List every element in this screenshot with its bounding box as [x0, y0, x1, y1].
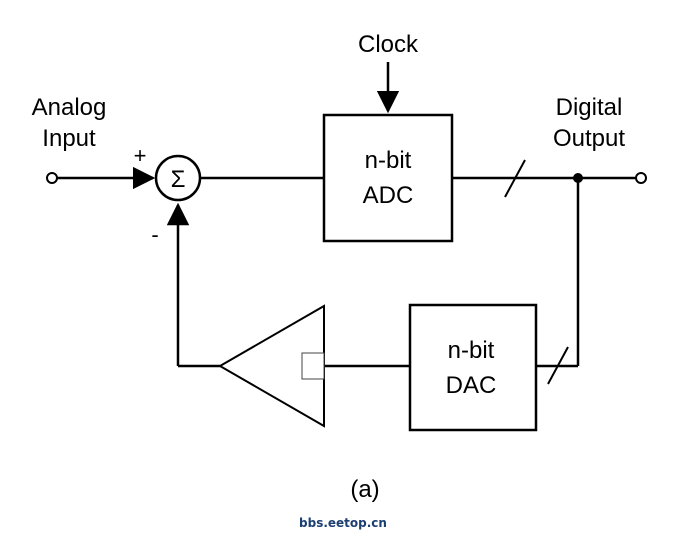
- adc-block: [322, 113, 454, 243]
- dac-label-line2: DAC: [446, 372, 497, 399]
- adc-label-line1: n-bit: [365, 147, 412, 174]
- bus-slash-output: [504, 159, 526, 198]
- dac-block: [408, 303, 538, 432]
- summer-sigma-label: Σ: [171, 166, 186, 193]
- dac-label-line1: n-bit: [448, 337, 495, 364]
- analog-input-terminal: [46, 172, 58, 184]
- digital-output-label-line1: Digital: [556, 94, 623, 121]
- adc-label-line2: ADC: [363, 182, 414, 209]
- plus-sign-label: +: [134, 143, 147, 168]
- clock-label: Clock: [358, 31, 419, 58]
- figure-caption: (a): [350, 476, 379, 503]
- analog-input-label-line2: Input: [42, 125, 96, 152]
- amplifier-input-square: [301, 352, 325, 380]
- minus-sign-label: -: [151, 222, 158, 247]
- analog-input-label-line1: Analog: [32, 94, 107, 121]
- digital-output-label-line2: Output: [553, 125, 625, 152]
- digital-output-terminal: [635, 172, 647, 184]
- bus-slash-feedback: [547, 346, 569, 385]
- watermark-text: bbs.eetop.cn: [299, 516, 387, 530]
